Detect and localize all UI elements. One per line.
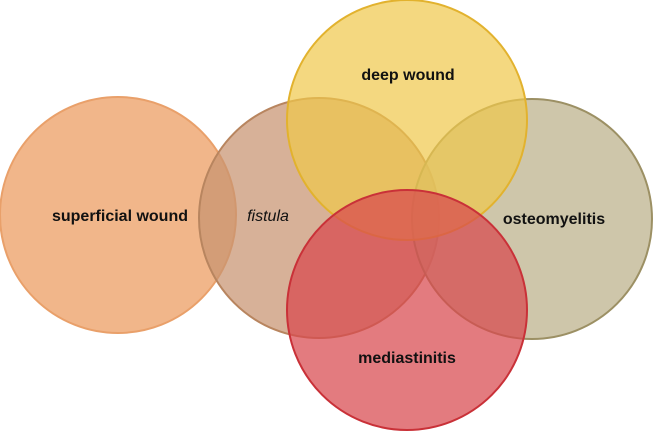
superficial-wound-label: superficial wound bbox=[52, 208, 188, 225]
osteomyelitis-label: osteomyelitis bbox=[503, 211, 605, 228]
fistula-label: fistula bbox=[247, 208, 289, 225]
mediastinitis-label: mediastinitis bbox=[358, 350, 456, 367]
deep-wound-label: deep wound bbox=[361, 67, 454, 84]
mediastinitis-circle bbox=[286, 189, 528, 431]
